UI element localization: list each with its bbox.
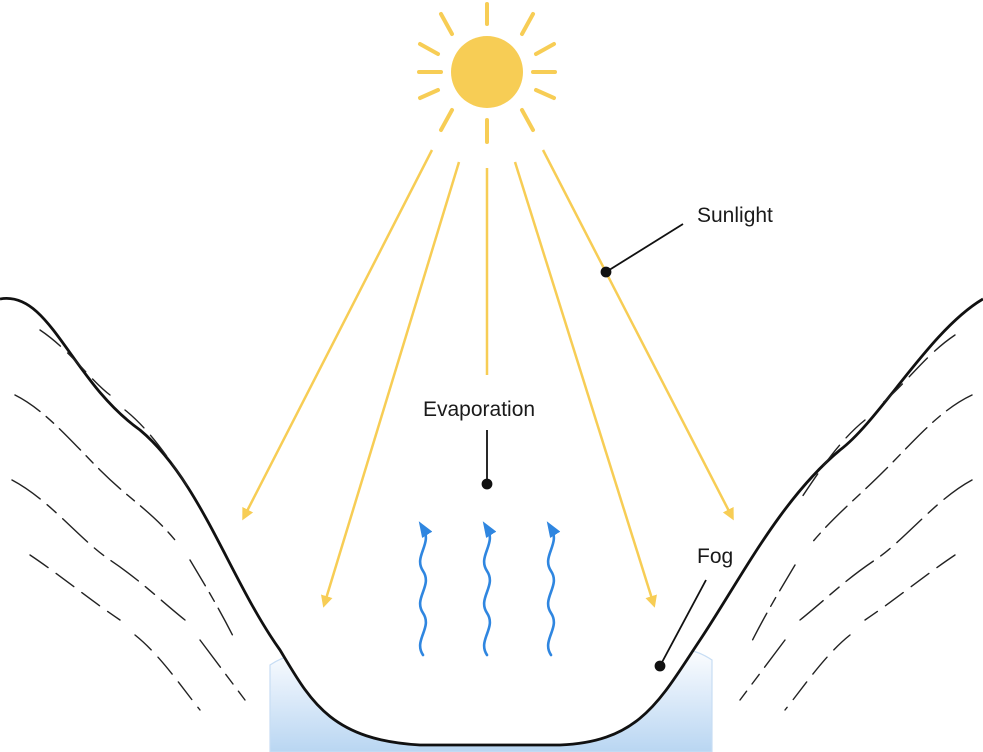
fog-layer bbox=[269, 644, 713, 752]
fog-label: Fog bbox=[697, 545, 734, 568]
sunlight-rays bbox=[242, 149, 734, 608]
right-slope-hatching bbox=[739, 334, 973, 711]
sun-icon bbox=[417, 2, 557, 144]
evaporation-arrows bbox=[418, 521, 561, 657]
sun-ray-2 bbox=[321, 161, 461, 608]
fog-leader bbox=[659, 579, 707, 667]
evaporation-leader-dot bbox=[481, 478, 493, 490]
sunlight-label: Sunlight bbox=[697, 204, 773, 227]
sun-ray-5 bbox=[541, 149, 734, 521]
evaporation-label: Evaporation bbox=[423, 398, 536, 421]
valley-outline bbox=[0, 297, 983, 747]
vapor-arrow-icon bbox=[418, 521, 433, 657]
fog-leader-dot bbox=[654, 660, 666, 672]
sunlight-leader-dot bbox=[600, 266, 612, 278]
sun-ray-4 bbox=[513, 161, 657, 608]
sunlight-leader bbox=[605, 223, 684, 273]
leader-lines bbox=[481, 223, 707, 672]
vapor-arrow-icon bbox=[482, 521, 497, 657]
sun-ray-1 bbox=[242, 149, 434, 521]
vapor-arrow-icon bbox=[546, 521, 561, 657]
left-slope-hatching bbox=[11, 329, 246, 711]
